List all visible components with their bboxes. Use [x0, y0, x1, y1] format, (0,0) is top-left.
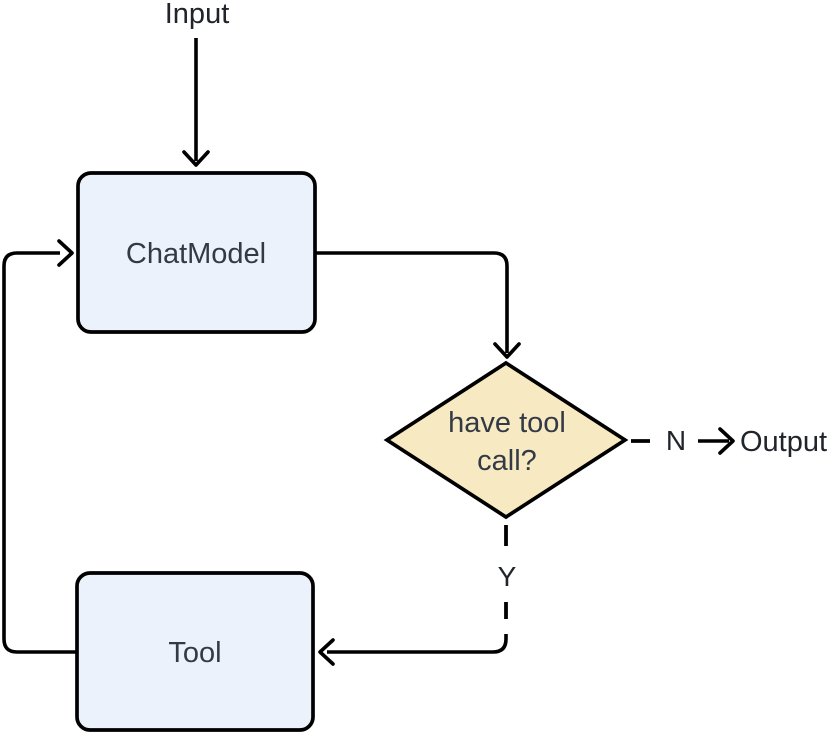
decision-node-label-line2: call? — [477, 445, 537, 477]
arrowhead-down-into-chatmodel — [182, 150, 210, 167]
chatmodel-node-label: ChatModel — [126, 238, 266, 270]
tool-node — [75, 571, 315, 732]
yes-branch-label: Y — [498, 561, 517, 592]
decision-node — [383, 360, 629, 520]
arrowhead-left-into-tool — [318, 638, 335, 666]
arrowhead-right-into-output — [718, 427, 735, 455]
edge-chatmodel-to-decision — [315, 251, 509, 353]
arrowhead-right-into-chatmodel — [57, 239, 74, 267]
arrowhead-down-into-decision — [493, 342, 521, 359]
tool-node-label: Tool — [168, 637, 221, 669]
decision-node-label-line1: have tool — [448, 407, 566, 439]
input-label: Input — [165, 0, 230, 30]
edge-tool-to-chatmodel-loop — [2, 251, 77, 654]
edge-yes-to-tool — [327, 634, 508, 654]
no-branch-label: N — [666, 425, 686, 456]
output-label: Output — [740, 426, 827, 458]
